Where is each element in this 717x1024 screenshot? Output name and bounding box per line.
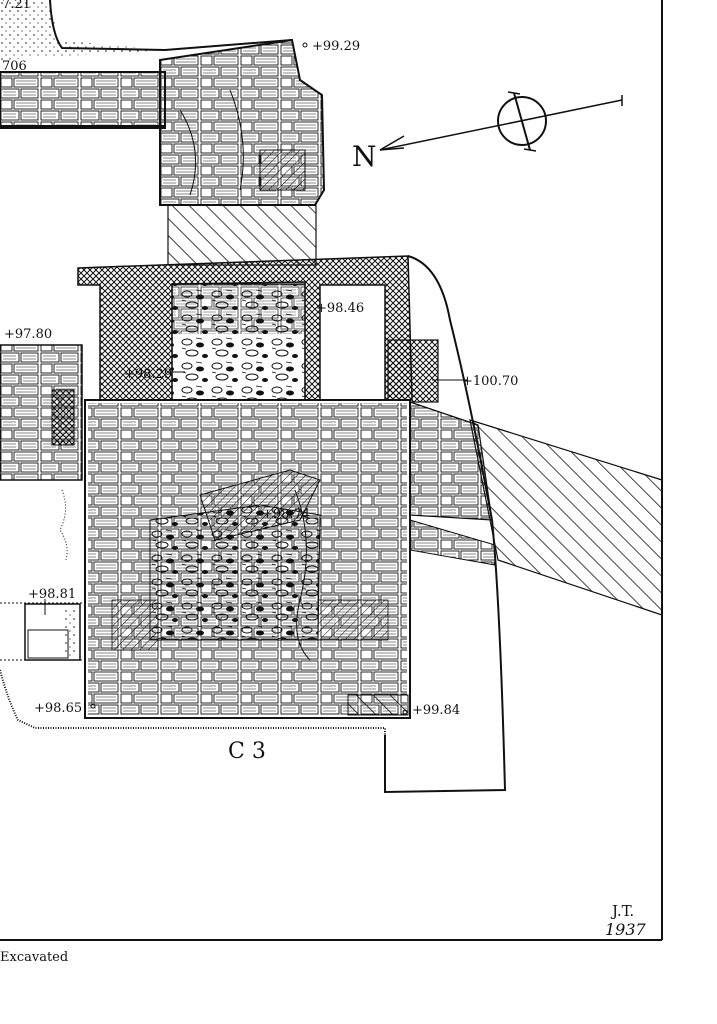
left-pit [0,602,85,661]
top-left-wall [0,71,166,129]
north-letter: N [352,140,377,173]
elevation-label-9865: +98.65 [34,701,82,716]
elevation-label-9984: +99.84 [412,703,460,718]
upper-room-stones [172,284,305,334]
right-wall-fragment-lower [409,519,496,566]
elevation-label-9829: +98.29 [124,367,172,382]
main-room-c3 [84,399,411,719]
right-wall-fragment [409,401,493,521]
left-outer-boundary [0,669,386,735]
elevation-label-10070: +100.70 [462,374,518,389]
north-arrow-icon [379,91,623,152]
hatched-corridor-upper [167,204,317,266]
elevation-label-9874: +98.74 [262,507,310,522]
elevation-label-9846: +98.46 [316,301,364,316]
square-label-c3: C 3 [228,739,266,764]
top-left-earth-area [0,0,293,60]
diagonal-hatched-strip [469,419,663,616]
elevation-label-top-left: 7.21 [2,0,31,12]
elevation-label-9929: +99.29 [312,39,360,54]
drafter-initials: J.T. [610,902,634,920]
drawing-frame [0,0,663,941]
elevation-label-9881: +98.81 [28,587,76,602]
elevation-markers [44,42,468,715]
left-wall-segment [0,344,83,481]
dotted-trace [59,489,68,561]
figure-caption: Excavated [0,950,69,965]
elevation-label-9780: +97.80 [4,327,52,342]
elevation-label-706: 706 [2,59,27,74]
drawing-year: 1937 [605,920,647,939]
upper-passage [159,38,326,206]
